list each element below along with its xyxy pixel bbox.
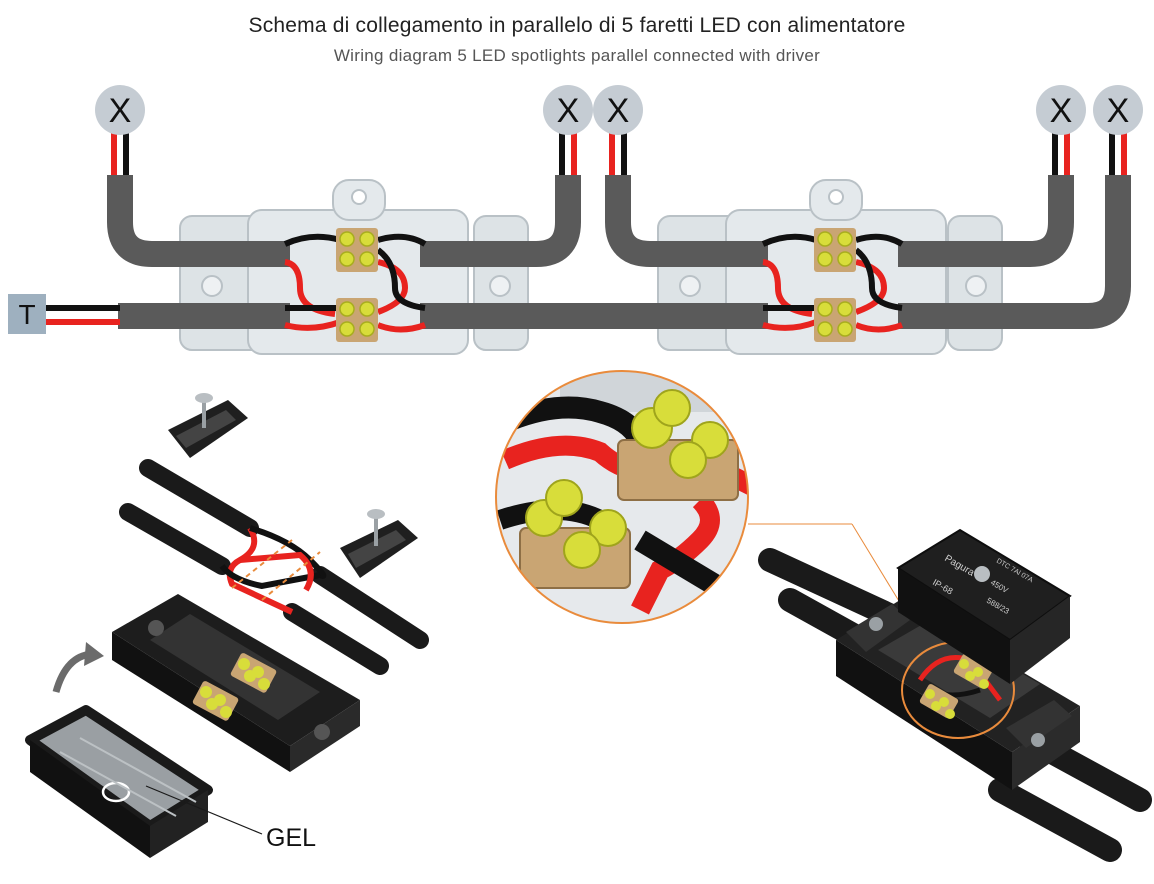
cables	[107, 175, 1131, 329]
lamp-symbol-3: X	[593, 85, 643, 135]
driver-symbol: T	[8, 294, 46, 334]
box2-internal-wiring	[761, 233, 904, 333]
lamp-label: X	[557, 92, 580, 130]
lamp-label: X	[1107, 92, 1130, 130]
cable-clamp-1	[168, 393, 248, 458]
gel-label: GEL	[266, 824, 316, 852]
lamp-label: X	[1050, 92, 1073, 130]
cable-clamp-2	[340, 509, 418, 578]
box-cover-with-gel	[25, 705, 213, 858]
zoom-callout	[495, 370, 931, 653]
diagram-title: Schema di collegamento in parallelo di 5…	[248, 14, 906, 37]
lamp-symbol-4: X	[1036, 85, 1086, 135]
lamp-label: X	[607, 92, 630, 130]
box1-internal-wiring	[283, 233, 427, 333]
lamp-symbol-1: X	[95, 85, 145, 135]
driver-label: T	[18, 299, 35, 330]
terminal-blocks	[336, 228, 856, 342]
gel-leader-line	[145, 785, 263, 835]
lamp-label: X	[109, 92, 132, 130]
flip-arrow-icon	[52, 642, 104, 694]
diagram-subtitle: Wiring diagram 5 LED spotlights parallel…	[333, 46, 821, 65]
schematic: T X X X X X	[8, 85, 1143, 355]
box-cover: Pagura IP-68 DTC 7Al 07A 450V 588/23	[896, 528, 1072, 684]
driver-leads	[44, 305, 120, 325]
exploded-cables	[119, 459, 429, 675]
exploded-view: GEL	[25, 393, 429, 858]
lamp-symbol-2: X	[543, 85, 593, 135]
box-base	[112, 594, 360, 772]
lamp-symbol-5: X	[1093, 85, 1143, 135]
assembled-box: Pagura IP-68 DTC 7Al 07A 450V 588/23	[758, 528, 1152, 862]
